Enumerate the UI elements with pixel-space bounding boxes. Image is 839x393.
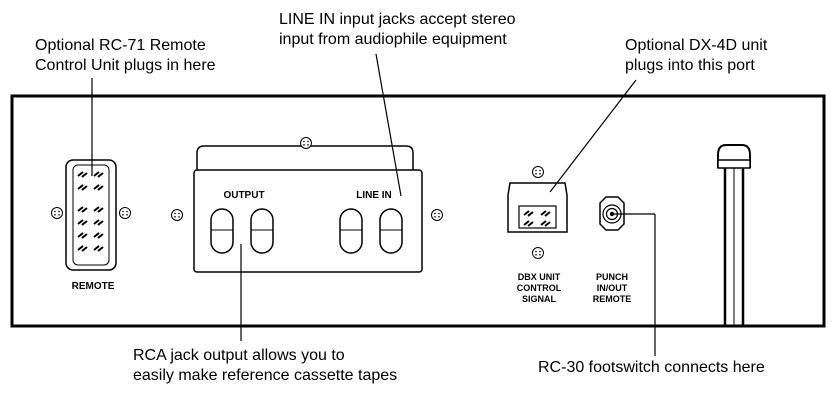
- dbx-leader-line: [549, 79, 637, 193]
- dbx-label-1: DBX UNIT: [518, 272, 561, 282]
- line-in-callout: LINE IN input jacks accept stereo input …: [279, 10, 516, 50]
- screw-icon: [431, 209, 443, 221]
- screw-icon: [300, 137, 312, 149]
- screw-icon: [171, 209, 183, 221]
- dbx-label-2: CONTROL: [517, 283, 562, 293]
- rca-callout-line-1: RCA jack output allows you to: [133, 347, 345, 364]
- rca-callout: RCA jack output allows you to easily mak…: [133, 346, 397, 386]
- power-cord: [717, 144, 751, 326]
- remote-callout-line-1: Optional RC-71 Remote: [35, 37, 206, 54]
- screw-icon: [532, 247, 544, 259]
- rca-jack-line-in-right: [379, 208, 403, 254]
- punch-label-3: REMOTE: [593, 294, 632, 304]
- punch-label-1: PUNCH: [596, 272, 628, 282]
- dbx-callout-line-2: plugs into this port: [625, 57, 755, 74]
- rca-jack-output-left: [210, 208, 234, 254]
- screw-icon: [119, 207, 131, 219]
- line-in-callout-line-2: input from audiophile equipment: [279, 31, 507, 48]
- line-in-leader-line: [375, 53, 402, 197]
- remote-callout-line-2: Control Unit plugs in here: [35, 57, 216, 74]
- dbx-label-3: SIGNAL: [522, 294, 557, 304]
- output-label: OUTPUT: [223, 190, 264, 201]
- line-in-callout-line-1: LINE IN input jacks accept stereo: [279, 11, 516, 28]
- remote-callout: Optional RC-71 Remote Control Unit plugs…: [35, 36, 216, 76]
- rca-callout-line-2: easily make reference cassette tapes: [133, 367, 398, 384]
- screw-icon: [532, 166, 544, 178]
- dbx-connector: [507, 182, 568, 233]
- dbx-callout-line-1: Optional DX-4D unit: [625, 37, 768, 54]
- screw-icon: [51, 207, 63, 219]
- dbx-callout: Optional DX-4D unit plugs into this port: [625, 36, 767, 76]
- punch-label-2: IN/OUT: [597, 283, 628, 293]
- line-in-label: LINE IN: [356, 190, 392, 201]
- rca-jack-line-in-left: [339, 208, 363, 254]
- rca-jack-output-right: [250, 208, 274, 254]
- footswitch-callout: RC-30 footswitch connects here: [538, 358, 765, 378]
- remote-label: REMOTE: [72, 281, 115, 292]
- remote-connector: [65, 159, 117, 271]
- footswitch-callout-line-1: RC-30 footswitch connects here: [538, 359, 765, 376]
